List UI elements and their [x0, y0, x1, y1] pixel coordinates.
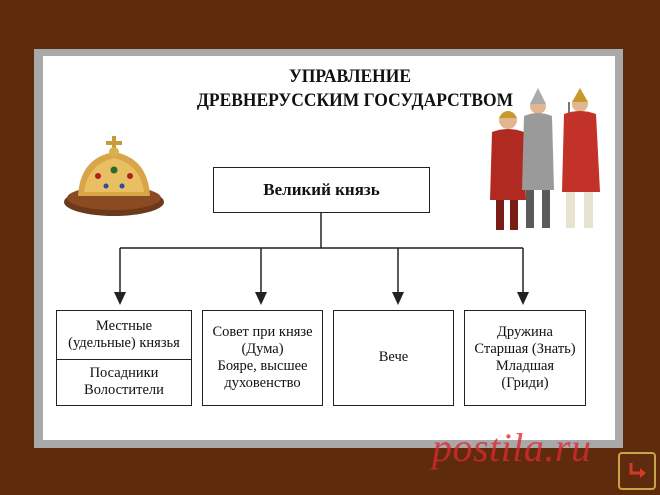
veche-box: Вече	[333, 310, 454, 406]
local-princes-label: Местные (удельные) князья	[57, 311, 191, 360]
watermark: postila.ru	[432, 425, 592, 470]
druzhina-label: Дружина Старшая (Знать) Младшая (Гриди)	[474, 323, 576, 391]
return-button[interactable]	[618, 452, 656, 490]
druzhina-box: Дружина Старшая (Знать) Младшая (Гриди)	[464, 310, 586, 406]
warriors-icon	[490, 88, 600, 230]
grand-prince-box: Великий князь	[213, 167, 430, 213]
council-box: Совет при князе (Дума) Бояре, высшее дух…	[202, 310, 323, 406]
veche-label: Вече	[378, 349, 409, 365]
council-label: Совет при князе (Дума) Бояре, высшее дух…	[212, 323, 313, 391]
return-arrow-icon	[629, 463, 646, 478]
monomakh-cap-icon	[64, 136, 164, 216]
title-line-1: УПРАВЛЕНИЕ	[288, 66, 412, 87]
local-authority-box: Местные (удельные) князья Посадники Воло…	[56, 310, 192, 406]
title-line-2: ДРЕВНЕРУССКИМ ГОСУДАРСТВОМ	[196, 90, 514, 111]
governors-label: Посадники Волостители	[84, 365, 164, 398]
